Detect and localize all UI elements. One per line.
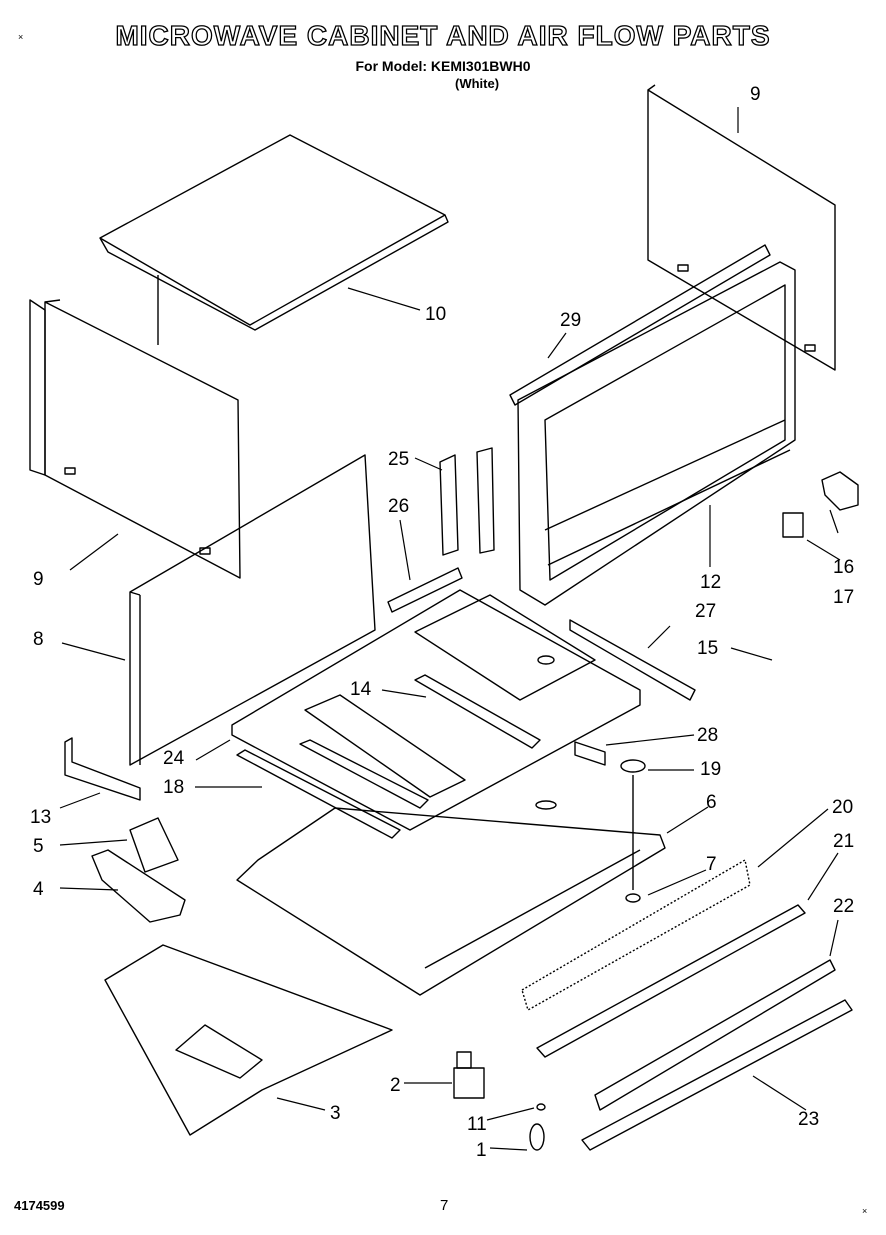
part-left-side-panel bbox=[29, 299, 241, 579]
callout-4: 4 bbox=[33, 879, 44, 900]
registration-mark: × bbox=[862, 1206, 868, 1216]
callout-16: 16 bbox=[833, 557, 854, 578]
part-top-panel bbox=[99, 134, 449, 345]
callout-28: 28 bbox=[697, 725, 718, 746]
part-clip bbox=[529, 1103, 546, 1151]
part-right-side-panel bbox=[647, 84, 836, 371]
callout-26: 26 bbox=[388, 496, 409, 517]
callout-7: 7 bbox=[706, 854, 717, 875]
callout-10: 10 bbox=[425, 304, 446, 325]
part-bottom-bracket bbox=[104, 944, 393, 1136]
callout-9-left: 9 bbox=[33, 569, 44, 590]
part-trims bbox=[536, 904, 853, 1151]
part-latch-switch bbox=[782, 512, 804, 538]
part-mesh-filter bbox=[521, 859, 751, 1011]
callout-23: 23 bbox=[798, 1109, 819, 1130]
model-line: For Model: KEMI301BWH0 bbox=[355, 58, 531, 74]
callout-5: 5 bbox=[33, 836, 44, 857]
page-title: MICROWAVE CABINET AND AIR FLOW PARTS bbox=[115, 19, 771, 51]
callout-14: 14 bbox=[350, 679, 372, 700]
callout-1: 1 bbox=[476, 1140, 487, 1161]
callout-8: 8 bbox=[33, 629, 44, 650]
callout-15: 15 bbox=[697, 638, 718, 659]
document-number: 4174599 bbox=[14, 1198, 65, 1213]
callout-20: 20 bbox=[832, 797, 853, 818]
callout-24: 24 bbox=[163, 748, 185, 769]
callout-17: 17 bbox=[833, 587, 854, 608]
callout-labels: 1 2 3 4 5 6 7 8 9 9 10 11 12 13 14 15 16… bbox=[30, 84, 854, 1161]
part-small-brackets bbox=[64, 737, 186, 923]
callout-19: 19 bbox=[700, 759, 721, 780]
part-base-plate bbox=[236, 807, 666, 996]
part-door-frame bbox=[509, 244, 796, 606]
callout-12: 12 bbox=[700, 572, 721, 593]
callout-27: 27 bbox=[695, 601, 716, 622]
leader-lines bbox=[59, 107, 841, 1151]
callout-9-right: 9 bbox=[750, 84, 761, 105]
color-line: (White) bbox=[455, 76, 500, 91]
part-foam-strips bbox=[387, 447, 696, 766]
part-back-panel bbox=[129, 454, 376, 766]
page-number: 7 bbox=[440, 1197, 449, 1214]
callout-6: 6 bbox=[706, 792, 717, 813]
callout-22: 22 bbox=[833, 896, 854, 917]
callout-3: 3 bbox=[330, 1103, 341, 1124]
callout-18: 18 bbox=[163, 777, 184, 798]
part-rails bbox=[236, 674, 541, 839]
part-damper bbox=[453, 1051, 485, 1099]
callout-21: 21 bbox=[833, 831, 854, 852]
part-grommets bbox=[620, 759, 646, 903]
callout-13: 13 bbox=[30, 807, 51, 828]
callout-11: 11 bbox=[467, 1114, 487, 1135]
registration-mark: × bbox=[18, 32, 24, 42]
callout-2: 2 bbox=[390, 1075, 401, 1096]
callout-29: 29 bbox=[560, 310, 581, 331]
callout-25: 25 bbox=[388, 449, 409, 470]
part-base-tray bbox=[231, 589, 641, 831]
part-switch-cover bbox=[821, 471, 859, 511]
